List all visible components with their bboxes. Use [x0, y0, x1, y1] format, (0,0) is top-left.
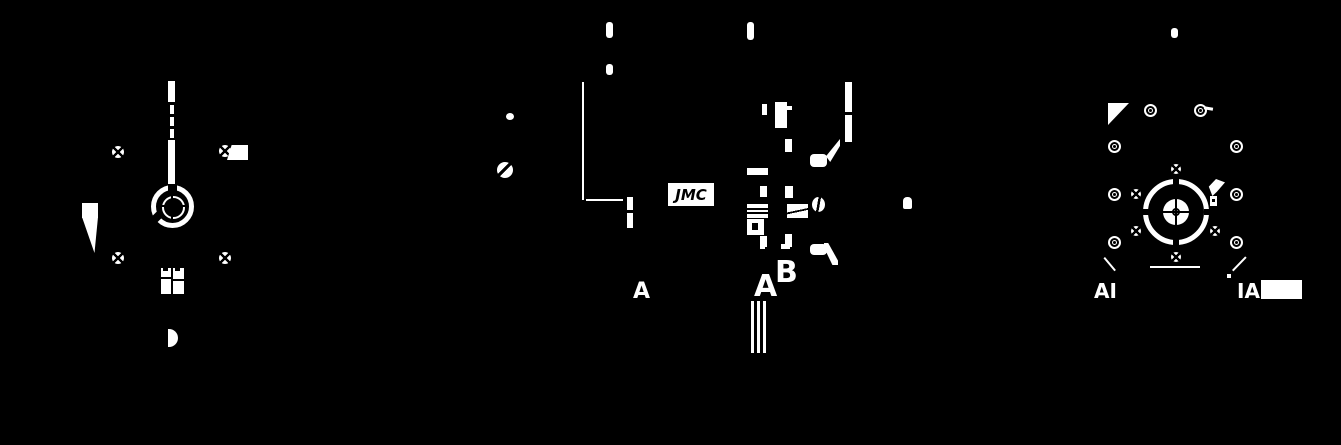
dim-text-fragment	[606, 64, 613, 75]
front-shaft-top	[168, 81, 175, 102]
rear-leader-flag	[1208, 179, 1225, 196]
rear-screw-icon	[1108, 236, 1121, 249]
section-flange-bar	[747, 168, 768, 175]
front-connector-divider	[171, 268, 173, 294]
front-hub-inner-circle	[162, 196, 185, 219]
front-mount-hole-icon	[112, 146, 124, 158]
rear-ring-tick	[1142, 209, 1149, 215]
front-crosshair-h	[159, 205, 187, 207]
front-mount-hole-icon	[219, 145, 231, 157]
section-fragment	[787, 106, 792, 110]
front-leader-arrow-head	[82, 203, 98, 218]
front-connector-pin-line	[161, 277, 171, 279]
side-body-bottom-line	[586, 199, 623, 201]
rear-tapped-hole-icon	[1131, 226, 1141, 236]
rear-screw-icon	[1108, 188, 1121, 201]
section-bearing-block	[810, 244, 827, 255]
rear-chamfer-line	[1103, 257, 1116, 272]
front-centerline-dash	[170, 105, 174, 114]
section-hatched-block	[787, 204, 808, 218]
section-fragment	[785, 186, 793, 198]
rear-screw-icon	[1230, 140, 1243, 153]
section-stator-line	[747, 212, 768, 214]
section-stator-block	[747, 204, 768, 218]
section-cable-wire	[751, 301, 754, 353]
jmc-logo-text: JMC	[675, 185, 707, 204]
rear-leader-tail-notch	[1212, 199, 1215, 202]
section-fragment	[785, 234, 792, 247]
rear-screw-icon	[1108, 140, 1121, 153]
dim-text-fragment	[747, 22, 754, 40]
side-body-edge-line	[582, 82, 584, 200]
section-leader-curve	[824, 243, 838, 265]
rear-tapped-hole-icon	[1171, 164, 1181, 174]
rear-chamfer-line	[1232, 256, 1247, 272]
rear-label-block	[1261, 280, 1302, 299]
section-fragment	[760, 244, 765, 249]
rear-screw-icon	[1194, 104, 1207, 117]
rear-label-left: AI	[1094, 279, 1117, 303]
section-shaft-bar	[845, 82, 852, 112]
side-screw-head-icon	[497, 162, 513, 178]
front-connector-notch	[175, 268, 180, 271]
front-centerline-dash	[170, 129, 174, 138]
side-dot	[506, 113, 514, 120]
rear-ring-tick	[1173, 238, 1179, 245]
jmc-logo: JMC	[668, 183, 714, 206]
side-shaft-notch	[627, 210, 633, 213]
front-shaft-body	[168, 140, 175, 187]
section-fragment	[775, 102, 787, 128]
front-mount-hole-icon	[219, 252, 231, 264]
front-hub-keyway-notch	[168, 184, 177, 192]
rear-screw-icon	[1230, 188, 1243, 201]
section-stator-line	[747, 208, 768, 210]
section-bearing-block	[810, 154, 827, 167]
section-fragment	[762, 104, 767, 115]
section-fragment	[760, 186, 767, 197]
section-fragment	[785, 139, 792, 152]
section-block-notch	[752, 223, 758, 230]
rear-speck	[1227, 274, 1231, 278]
rear-screw-icon	[1230, 236, 1243, 249]
rear-label-right: IA	[1237, 279, 1260, 303]
front-connector-notch	[163, 268, 168, 271]
rear-bottom-line	[1150, 266, 1200, 268]
rear-tapped-hole-icon	[1131, 189, 1141, 199]
front-centerline-dash	[170, 117, 174, 126]
front-crosshair-v	[171, 193, 173, 221]
rear-tapped-hole-icon	[1171, 252, 1181, 262]
rear-corner-wedge	[1108, 103, 1129, 125]
rear-screw-icon	[1144, 104, 1157, 117]
front-connector-pin-line	[173, 279, 184, 281]
rear-center-hole	[1172, 208, 1180, 216]
dim-text-fragment	[1171, 28, 1178, 38]
dim-text-fragment	[903, 197, 912, 209]
front-mount-hole-icon	[112, 252, 124, 264]
dim-text-fragment	[606, 22, 613, 38]
front-leader-arrow-tail	[82, 217, 98, 253]
section-cable-wire	[757, 301, 760, 353]
section-fragment	[760, 236, 767, 247]
side-section-label: A	[633, 279, 651, 304]
front-d-mark	[168, 329, 178, 347]
section-shaft-bar	[845, 115, 852, 142]
rear-tapped-hole-icon	[1210, 226, 1220, 236]
rear-ring-tick	[1204, 209, 1211, 215]
rear-ring-tick	[1173, 178, 1179, 185]
section-wire-label-a: A	[754, 269, 778, 304]
section-fragment	[781, 244, 790, 249]
section-shaft-ellipse	[812, 197, 825, 212]
section-leader-curve	[826, 139, 840, 162]
section-cable-wire	[763, 301, 766, 353]
front-leader-flag	[227, 145, 248, 160]
section-wire-label-b: B	[775, 255, 798, 290]
